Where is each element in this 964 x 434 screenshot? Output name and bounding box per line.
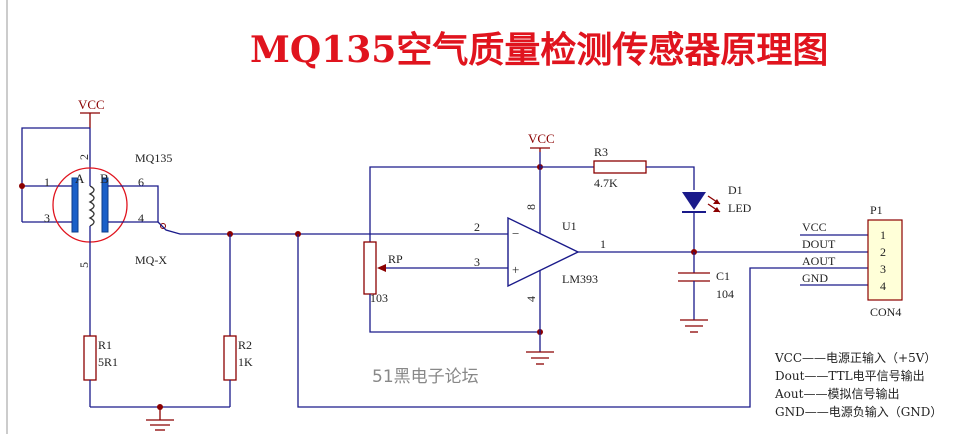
sensor-pin-3: 3 (44, 211, 50, 225)
vcc-opamp-symbol: VCC (528, 131, 555, 152)
page-title: MQ135空气质量检测传感器原理图 (250, 29, 828, 71)
sensor-pin-5: 5 (77, 262, 91, 268)
u1-pin-4: 4 (524, 296, 538, 302)
rp-value: 103 (370, 291, 388, 305)
p1-pin-4: 4 (880, 279, 886, 293)
net-dout-label: DOUT (802, 237, 836, 251)
wire-pin6 (124, 185, 159, 222)
net-aout-label: AOUT (802, 254, 836, 268)
d1-part: LED (728, 201, 752, 215)
p1-pin-1: 1 (880, 228, 886, 242)
sensor-pin-1: 1 (44, 175, 50, 189)
resistor-r2: R2 1K (223, 335, 253, 381)
junction-open (160, 223, 166, 229)
u1-minus: − (512, 226, 519, 241)
resistor-r1: R1 5R1 (83, 335, 118, 381)
p1-part: CON4 (870, 305, 901, 319)
u1-pin-8: 8 (524, 204, 538, 210)
sensor-name-label: MQ135 (135, 151, 172, 165)
u1-pin-1: 1 (600, 237, 606, 251)
sensor-ref-label: MQ-X (135, 253, 167, 267)
d1-ref: D1 (728, 183, 743, 197)
r2-ref: R2 (238, 338, 252, 352)
ground-symbol-cap (680, 319, 708, 333)
sensor-pin-a-label: A (75, 171, 85, 186)
vcc-left-label: VCC (78, 97, 105, 112)
forum-watermark: 51黑电子论坛 (372, 367, 479, 387)
u1-part: LM393 (562, 272, 598, 286)
potentiometer-rp: RP 103 (363, 241, 403, 305)
net-gnd-label: GND (802, 271, 828, 285)
wire-vcc-sensor (21, 127, 90, 186)
legend-dout: Dout——TTL电平信号输出 (775, 368, 925, 383)
u1-ref: U1 (562, 219, 577, 233)
legend-gnd: GND——电源负输入（GND） (775, 404, 942, 419)
r1-ref: R1 (98, 338, 112, 352)
connector-p1: P1 CON4 1 2 3 4 (867, 203, 903, 319)
junction-dot (19, 183, 25, 189)
r2-value: 1K (238, 355, 253, 369)
r3-ref: R3 (594, 145, 608, 159)
legend-aout: Aout——模拟信号输出 (774, 386, 899, 401)
u1-plus: + (512, 262, 519, 277)
sensor-pin-b-label: B (100, 171, 109, 186)
wire-rp-top (369, 166, 540, 242)
resistor-r3: R3 4.7K (593, 145, 647, 190)
rp-ref: RP (388, 252, 403, 266)
capacitor-c1: C1 104 (678, 252, 734, 320)
p1-pin-2: 2 (880, 245, 886, 259)
wire-aout (297, 234, 868, 408)
legend-vcc: VCC——电源正输入（+5V） (774, 350, 936, 365)
sensor-mq135: A B MQ135 MQ-X 1 2 3 4 5 6 (44, 151, 172, 268)
p1-ref: P1 (870, 203, 883, 217)
r3-value: 4.7K (594, 176, 618, 190)
wire-rp-bottom (369, 294, 540, 333)
wire-r3-led (646, 166, 695, 190)
vcc-left-symbol: VCC (78, 97, 105, 128)
comparator-u1: − + U1 LM393 2 3 1 8 4 (474, 204, 606, 302)
ground-symbol-opamp (526, 351, 554, 365)
r1-value: 5R1 (98, 355, 118, 369)
u1-pin-3: 3 (474, 255, 480, 269)
c1-value: 104 (716, 287, 734, 301)
led-d1: D1 LED (682, 183, 752, 215)
sensor-pin-6: 6 (138, 175, 144, 189)
u1-pin-2: 2 (474, 220, 480, 234)
p1-pin-3: 3 (880, 262, 886, 276)
wire-sensor-out (157, 221, 508, 235)
net-vcc-label: VCC (802, 220, 827, 234)
ground-symbol-left (146, 407, 174, 431)
vcc-opamp-label: VCC (528, 131, 555, 146)
c1-ref: C1 (716, 269, 730, 283)
pin-legend: VCC——电源正输入（+5V） Dout——TTL电平信号输出 Aout——模拟… (774, 350, 942, 419)
sensor-pin-2: 2 (77, 154, 91, 160)
sensor-pin-4: 4 (138, 211, 144, 225)
